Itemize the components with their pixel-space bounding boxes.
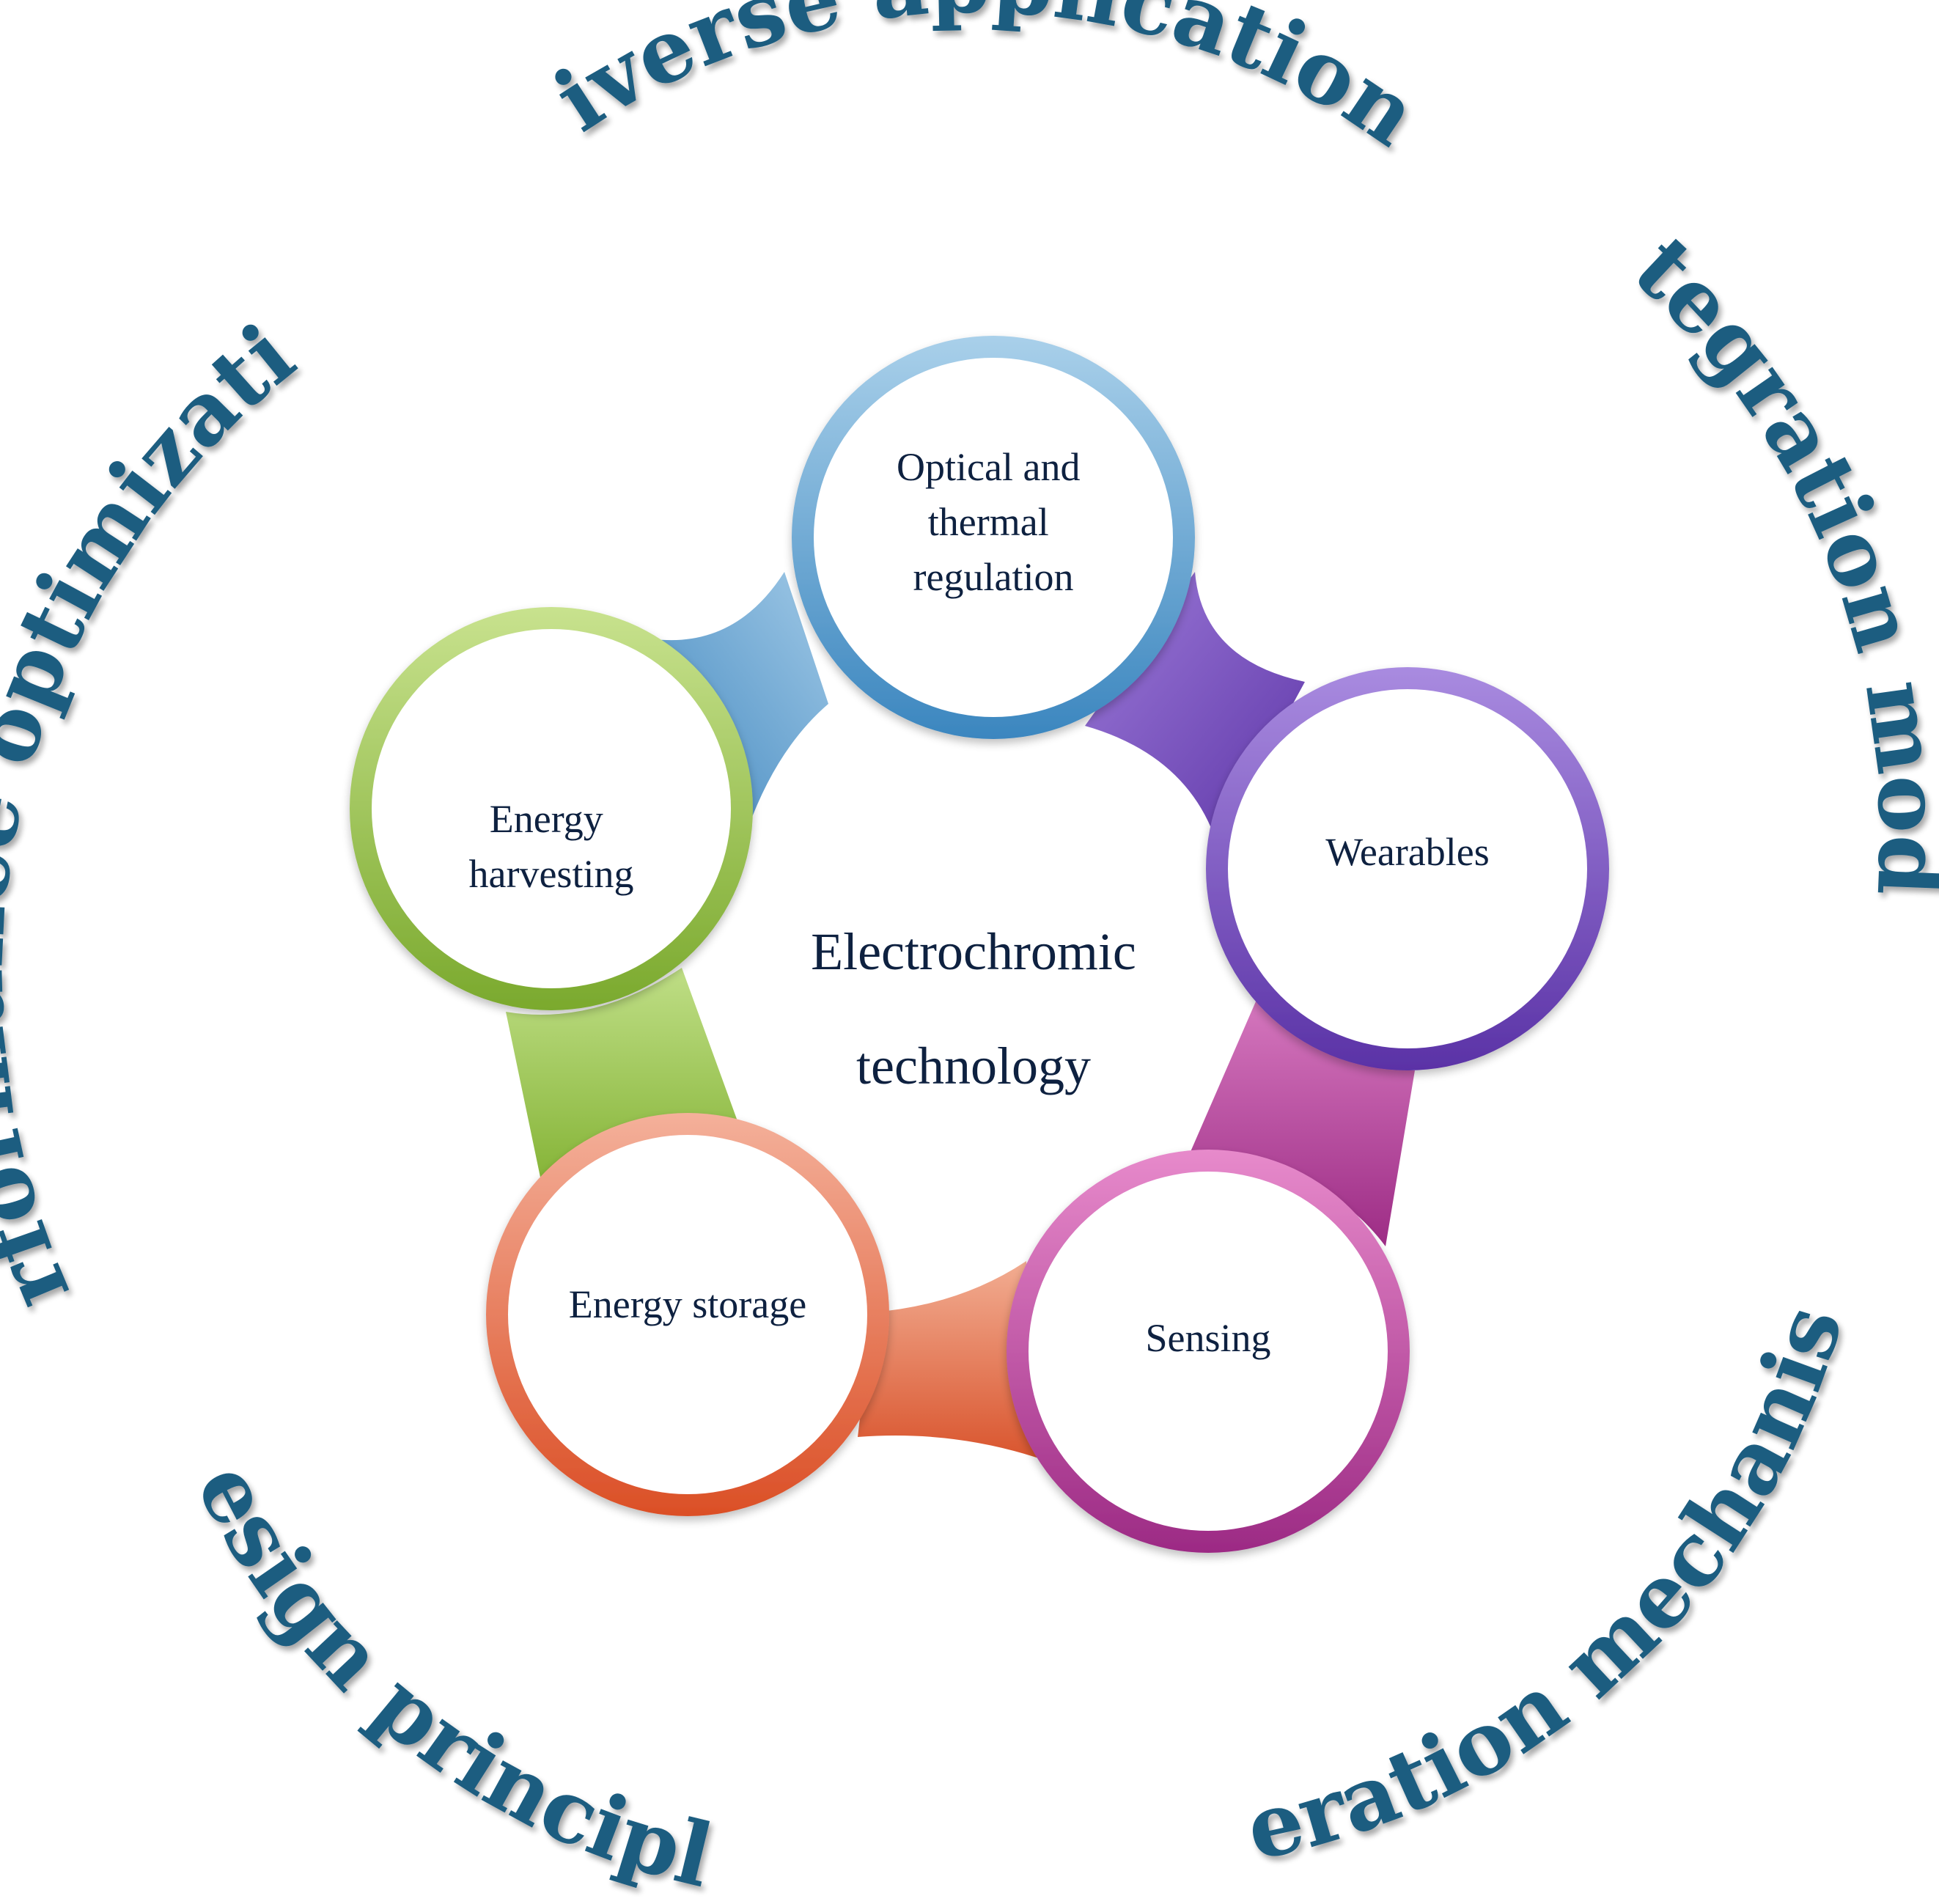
harvesting-label: Energy harvesting [469,797,634,896]
ring-harvesting [350,607,753,1010]
harvesting-label-line1: Energy [490,797,603,841]
ring-optical [792,336,1195,739]
optical-label-line1: Optical and [897,445,1080,489]
wearables-label: Wearables [1325,830,1490,874]
connector-sensing-storage [858,1261,1041,1459]
connector-wearables-sensing [1188,990,1415,1246]
ring-wearables [1206,667,1609,1070]
harvesting-label-line2: harvesting [469,852,634,896]
optical-label-line3: regulation [913,555,1074,599]
rings [350,336,1609,1553]
outer-label-top: Diverse applications [0,0,1436,166]
optical-label-line2: thermal [928,500,1049,544]
center-title-line1: Electrochromic [811,922,1136,981]
optical-label: Optical and thermal regulation [897,445,1090,599]
outer-label-top-path: Diverse applications [0,0,1436,166]
sensing-label: Sensing [1145,1316,1270,1360]
center-title-line2: technology [856,1037,1091,1095]
outer-label-left-path: Performance optimization [0,0,313,1324]
ring-storage [486,1113,889,1516]
ring-sensing [1007,1150,1410,1553]
connector-harvesting-optical [645,572,828,828]
storage-label: Energy storage [569,1282,806,1326]
outer-label-left: Performance optimization [0,0,313,1324]
